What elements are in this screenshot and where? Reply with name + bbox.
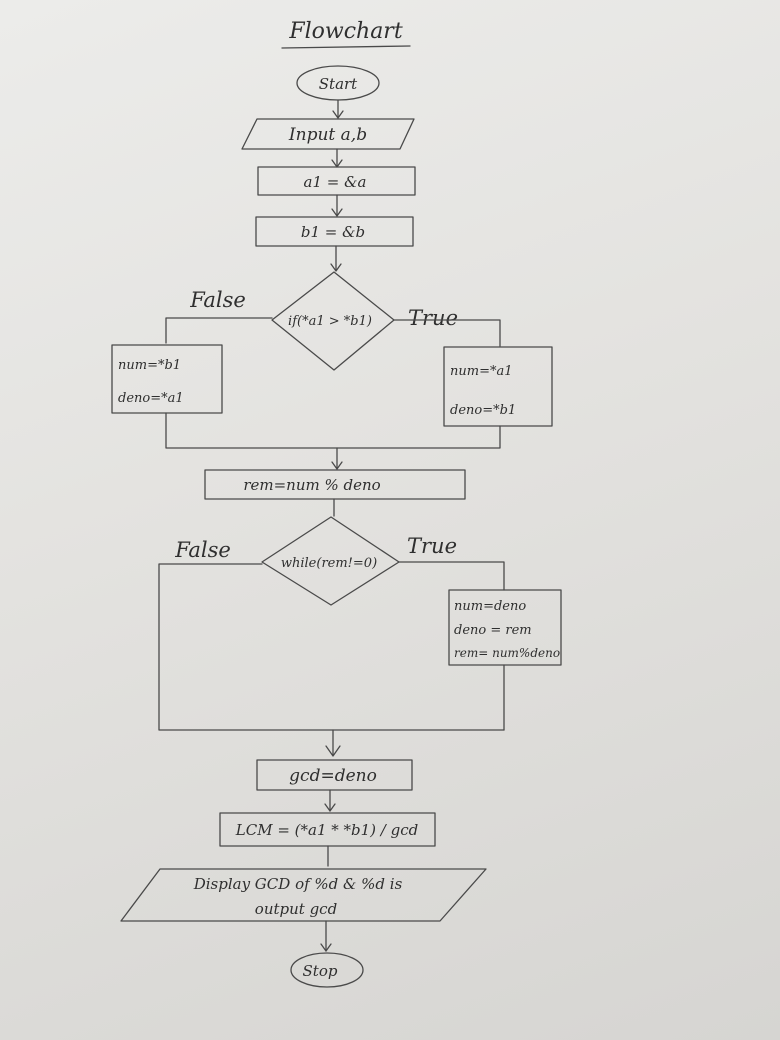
gcd-assign-box (256, 759, 413, 791)
if-true-connector (393, 319, 501, 347)
if-false-label: False (189, 288, 246, 312)
if-decision-diamond (271, 271, 395, 371)
while-decision-diamond (261, 516, 400, 606)
lcm-assign-label: LCM = (*a1 * *b1) / gcd (235, 821, 418, 839)
gcd-assign-label: gcd=deno (289, 766, 377, 786)
if-true-line2: deno=*b1 (450, 403, 516, 418)
input-parallelogram (241, 118, 415, 150)
while-false-connector (158, 563, 505, 731)
rem-assign-box (204, 469, 466, 500)
if-false-connector (165, 317, 273, 344)
input-label: Input a,b (288, 125, 367, 145)
title-underline (281, 45, 411, 49)
assign-a1-label: a1 = &a (304, 173, 367, 191)
loop-line3: rem= num%deno (454, 646, 560, 660)
arrowhead (332, 110, 344, 119)
if-condition-label: if(*a1 > *b1) (288, 314, 372, 329)
arrowhead (324, 803, 336, 812)
while-true-connector (398, 561, 505, 591)
loop-line2: deno = rem (454, 623, 532, 638)
if-false-box (111, 344, 223, 414)
stop-label: Stop (303, 962, 338, 980)
while-false-label: False (174, 538, 231, 562)
loop-body-box (448, 589, 562, 666)
rem-assign-label: rem=num % deno (243, 476, 380, 494)
arrowhead (331, 461, 343, 470)
assign-b1-box (255, 216, 414, 247)
stop-terminator (290, 952, 364, 988)
display-line2: output gcd (255, 900, 337, 918)
while-true-label: True (407, 534, 457, 558)
display-line1: Display GCD of %d & %d is (193, 875, 403, 893)
flowchart-title: Flowchart (288, 19, 403, 44)
if-false-line2: deno=*a1 (118, 391, 184, 406)
arrowhead (325, 745, 341, 757)
assign-b1-label: b1 = &b (301, 223, 365, 241)
loop-line1: num=deno (454, 599, 526, 614)
if-true-line1: num=*a1 (450, 364, 513, 379)
arrowhead (330, 263, 342, 272)
if-merge-connector (165, 412, 501, 449)
arrowhead (331, 208, 343, 217)
if-true-label: True (408, 306, 458, 330)
if-true-box (443, 346, 553, 427)
arrowhead (320, 943, 332, 952)
if-false-line1: num=*b1 (118, 358, 181, 373)
display-parallelogram (120, 868, 487, 922)
start-label: Start (319, 75, 358, 93)
while-condition-label: while(rem!=0) (281, 556, 377, 571)
